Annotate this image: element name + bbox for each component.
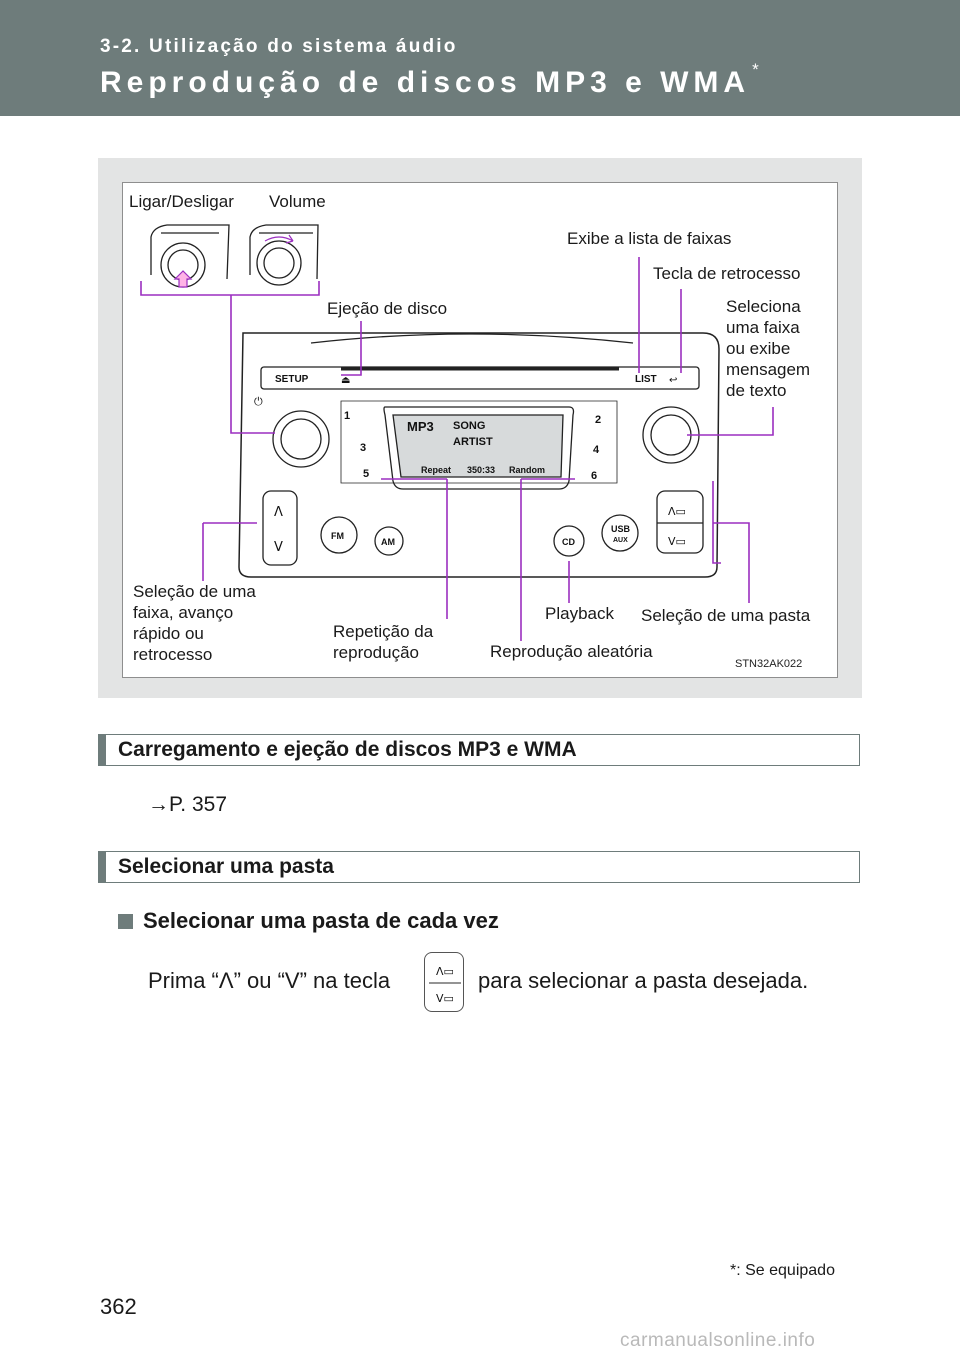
seek-rocker (262, 490, 298, 566)
fm-label: FM (331, 531, 344, 541)
top-button-bar (260, 366, 700, 390)
am-button-shape (374, 526, 404, 556)
callout-volume: Volume (269, 192, 326, 211)
svg-text:V▭: V▭ (436, 992, 454, 1005)
usb-label: USB (611, 524, 631, 534)
section-heading-text: Carregamento e ejeção de discos MP3 e WM… (118, 738, 577, 761)
volume-knob-inset (249, 224, 319, 280)
callout-line-folder (712, 481, 750, 603)
display-time: 350:33 (467, 465, 495, 475)
watermark: carmanualsonline.info (620, 1330, 816, 1351)
callout-folder: Seleção de uma pasta (641, 606, 811, 625)
callout-random: Reprodução aleatória (490, 642, 653, 661)
svg-text:Λ▭: Λ▭ (436, 965, 454, 978)
section-heading-loading: Carregamento e ejeção de discos MP3 e WM… (98, 734, 860, 766)
press-arrow-icon (173, 270, 193, 288)
unit-body (238, 332, 720, 578)
display-repeat: Repeat (421, 465, 451, 475)
usb-button-shape (601, 514, 639, 552)
seek-up-icon: Λ (274, 505, 283, 520)
callout-seek: Seleção de uma faixa, avanço rápido ou r… (133, 582, 256, 664)
cd-button-shape (553, 525, 585, 557)
section-heading-text: Selecionar uma pasta (118, 855, 334, 878)
chapter-header: 3-2. Utilização do sistema áudio Reprodu… (0, 0, 960, 116)
fm-button-shape (320, 516, 358, 554)
callout-line-eject (341, 321, 362, 376)
callout-line-power (230, 295, 275, 434)
instruction-text-end: para selecionar a pasta desejada. (478, 968, 809, 993)
callout-playback: Playback (545, 604, 614, 623)
power-volume-knob (272, 410, 330, 468)
list-label: LIST (635, 374, 657, 385)
callout-power: Ligar/Desligar (129, 192, 234, 211)
preset-2-label: 2 (595, 414, 601, 426)
display-random: Random (509, 465, 545, 475)
power-knob-inset (150, 224, 230, 280)
page-title-text: Reprodução de discos MP3 e WMA (100, 66, 751, 99)
seek-down-icon: V (274, 540, 283, 555)
folder-key-icon: Λ▭ V▭ (424, 952, 464, 1012)
page-title: Reprodução de discos MP3 e WMA* (100, 60, 764, 100)
equipped-mark: * (752, 60, 764, 79)
square-bullet-icon (118, 914, 133, 929)
page-reference: →P. 357 (148, 793, 228, 816)
subsection-heading: Selecionar uma pasta de cada vez (118, 908, 499, 934)
callout-line-select (687, 407, 774, 436)
power-icon: ⏻ (254, 395, 263, 408)
callout-bracket-knobs (140, 281, 320, 296)
callout-repeat: Repetição da reprodução (333, 622, 434, 662)
subsection-heading-text: Selecionar uma pasta de cada vez (143, 908, 499, 933)
instruction-text-start: Prima “Λ” ou “V” na tecla (148, 968, 391, 993)
turn-arrow-icon (264, 234, 294, 244)
display-mode: MP3 (407, 419, 434, 434)
display-song: SONG (453, 420, 485, 432)
preset-6-label: 6 (591, 470, 597, 482)
preset-1-label: 1 (344, 410, 350, 422)
callout-select-track: Seleciona uma faixa ou exibe mensagem de… (726, 297, 811, 400)
page-number: 362 (100, 1294, 137, 1319)
callout-track-list: Exibe a lista de faixas (567, 229, 732, 248)
callout-back-key: Tecla de retrocesso (653, 264, 801, 283)
volume-knob-zoom (256, 240, 302, 286)
display-frame (383, 406, 575, 490)
preset-4-label: 4 (593, 444, 600, 456)
section-heading-folder: Selecionar uma pasta (98, 851, 860, 883)
back-icon: ↩ (669, 375, 677, 386)
preset-3-label: 3 (360, 442, 366, 454)
audio-unit-figure: SETUP LIST 1 2 3 4 5 6 MP3 SONG ARTIST R… (122, 182, 838, 678)
footnote: *: Se equipado (730, 1262, 835, 1279)
section-label: 3-2. Utilização do sistema áudio (100, 36, 458, 57)
callout-eject: Ejeção de disco (327, 299, 448, 318)
folder-up-icon: Λ▭ (668, 505, 686, 518)
aux-label: AUX (613, 537, 628, 544)
eject-icon: ⏏ (341, 375, 350, 386)
figure-code: STN32AK022 (735, 658, 802, 670)
setup-label: SETUP (275, 374, 309, 385)
cd-label: CD (562, 537, 575, 547)
preset-5-label: 5 (363, 468, 369, 480)
folder-rocker (656, 490, 704, 554)
audio-unit-illustration: SETUP LIST 1 2 3 4 5 6 MP3 SONG ARTIST R… (140, 224, 802, 670)
am-label: AM (381, 537, 395, 547)
folder-down-icon: V▭ (668, 535, 686, 548)
display-artist: ARTIST (453, 436, 493, 448)
